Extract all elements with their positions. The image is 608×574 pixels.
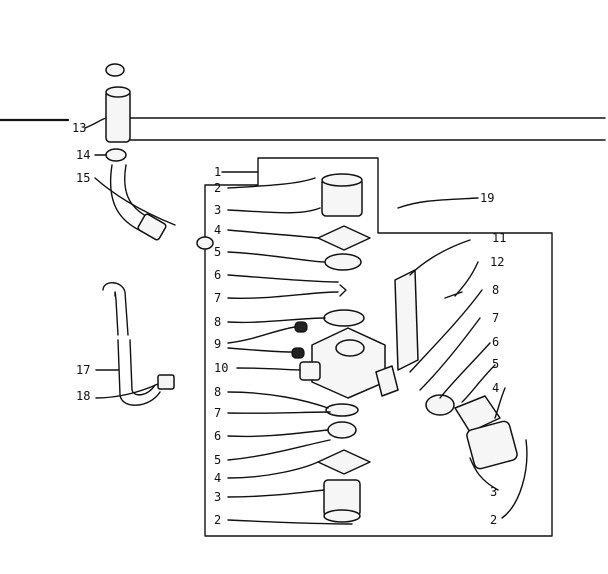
callout-5-right: 5	[492, 357, 499, 371]
callout-2-right: 2	[490, 513, 497, 527]
callout-7-right: 7	[492, 311, 499, 325]
callout-18: 18	[76, 389, 90, 403]
right-valve-assembly	[375, 269, 518, 470]
callout-10: 10	[214, 361, 228, 375]
assembly-frame	[204, 157, 553, 537]
callout-14: 14	[76, 148, 90, 162]
callout-15: 15	[76, 171, 90, 185]
callout-3-right: 3	[490, 485, 497, 499]
callout-6-bottom: 6	[214, 429, 221, 443]
valve-stack	[291, 173, 386, 523]
drain-hose-assembly	[102, 282, 175, 406]
callout-8-bottom: 8	[214, 385, 221, 399]
callout-5-bottom: 5	[214, 453, 221, 467]
callout-labels: 1 2 3 4 5 6 7 8 9 10 8 7 6 5 4 3 2 19 11…	[72, 121, 506, 527]
callout-6-right: 6	[492, 335, 499, 349]
callout-8-right: 8	[492, 283, 499, 297]
callout-12: 12	[490, 255, 504, 269]
fill-hose-assembly	[105, 63, 214, 250]
callout-3-top: 3	[214, 203, 221, 217]
callout-6-top: 6	[214, 268, 221, 282]
callout-8-top: 8	[214, 315, 221, 329]
callout-2-bottom: 2	[214, 513, 221, 527]
callout-5-top: 5	[214, 245, 221, 259]
callout-11: 11	[492, 231, 506, 245]
callout-4-top: 4	[214, 223, 221, 237]
callout-2-top: 2	[214, 181, 221, 195]
callout-4-bottom: 4	[214, 471, 221, 485]
callout-19: 19	[480, 191, 494, 205]
callout-7-top: 7	[214, 291, 221, 305]
leader-lines	[84, 117, 528, 525]
callout-1: 1	[214, 165, 221, 179]
callout-7-bottom: 7	[214, 406, 221, 420]
callout-17: 17	[76, 363, 90, 377]
reference-lines	[0, 117, 606, 141]
callout-4-right: 4	[492, 381, 499, 395]
callout-9: 9	[214, 337, 221, 351]
callout-3-bottom: 3	[214, 490, 221, 504]
callout-13: 13	[72, 121, 86, 135]
